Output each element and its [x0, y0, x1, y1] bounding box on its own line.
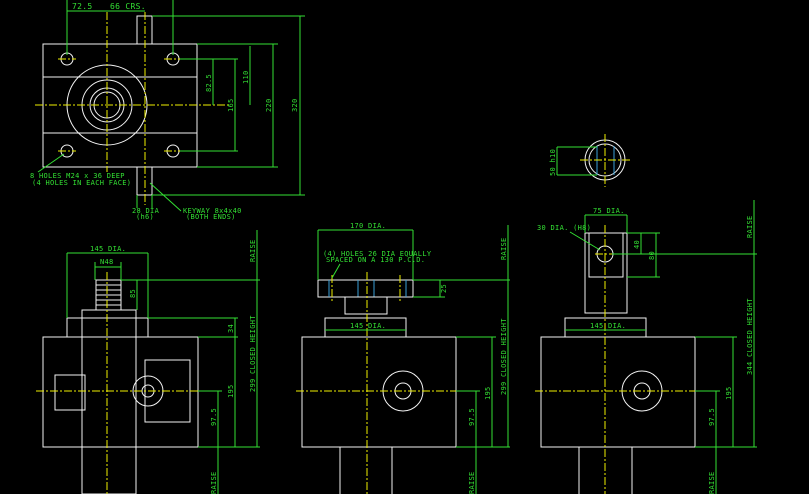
- dim-97-5: 97.5: [708, 408, 716, 426]
- dia-145: 145 DIA.: [350, 322, 386, 330]
- dim-195: 195: [484, 386, 492, 400]
- dim-85: 85: [129, 289, 137, 298]
- flange-holes-note-line1: (4) HOLES 26 DIA EQUALLY: [323, 250, 432, 258]
- holes-note-line2: (4 HOLES IN EACH FACE): [32, 179, 131, 187]
- closed-height: 344 CLOSED HEIGHT: [746, 298, 754, 375]
- dim-72-5: 72.5: [72, 2, 92, 11]
- dim-25: 25: [440, 284, 448, 293]
- flange-view: 170 DIA. (4) HOLES 26 DIA EQUALLY SPACED…: [296, 222, 510, 494]
- raise-bottom: RAISE: [708, 471, 716, 494]
- closed-height: 299 CLOSED HEIGHT: [249, 315, 257, 392]
- dim-97-5: 97.5: [210, 408, 218, 426]
- dim-110: 110: [242, 70, 250, 84]
- thread-spec: N48: [100, 258, 114, 266]
- dim-34: 34: [227, 324, 235, 333]
- dim-195: 195: [725, 386, 733, 400]
- dim-220: 220: [265, 98, 273, 112]
- flange-holes-note-line2: SPACED ON A 130 P.C.D.: [326, 256, 425, 264]
- screw-tube: [339, 446, 393, 494]
- dim-195: 195: [227, 384, 235, 398]
- gearbox-body: [301, 336, 457, 448]
- dim-80: 80: [648, 251, 656, 260]
- pin-dia: 30 DIA. (H8): [537, 224, 591, 232]
- raise-top: RAISE: [249, 239, 257, 262]
- clevis-view: 50 h10 75 DIA. 30 DIA. (H8) 40 80 145 DI…: [535, 134, 757, 494]
- housing-section: [42, 336, 199, 448]
- gearbox-body: [540, 336, 696, 448]
- dim-97-5: 97.5: [468, 408, 476, 426]
- keyway-note-line2: (BOTH ENDS): [186, 213, 236, 221]
- dim-165: 165: [227, 98, 235, 112]
- dim-50: 50 h10: [549, 149, 557, 176]
- closed-height: 299 CLOSED HEIGHT: [500, 318, 508, 395]
- dia-170: 170 DIA.: [350, 222, 386, 230]
- raise-bottom: RAISE: [210, 471, 218, 494]
- raise-top: RAISE: [746, 215, 754, 238]
- lifting-screw: [81, 309, 137, 494]
- shaft-tolerance: (h6): [136, 213, 154, 221]
- dim-320: 320: [291, 98, 299, 112]
- raise-bottom: RAISE: [468, 471, 476, 494]
- raise-top: RAISE: [500, 237, 508, 260]
- dim-66-crs: 66 CRS.: [110, 2, 146, 11]
- keyway-note-line1: KEYWAY 8x4x40: [183, 207, 242, 215]
- dia-145: 145 DIA.: [90, 245, 126, 253]
- holes-note-line1: 8 HOLES M24 x 36 DEEP: [30, 172, 125, 180]
- top-view: 72.5 66 CRS. 320 220 165 82.5 110 8 HOLE…: [30, 0, 305, 221]
- dim-40: 40: [633, 240, 641, 249]
- dim-82-5: 82.5: [205, 74, 213, 92]
- dia-145: 145 DIA.: [590, 322, 626, 330]
- shaft-dia: 28 DIA: [132, 207, 160, 215]
- section-view: 145 DIA. N48 85 RAISE 299 CLOSED HEIGHT …: [36, 230, 260, 494]
- dia-75: 75 DIA.: [593, 207, 625, 215]
